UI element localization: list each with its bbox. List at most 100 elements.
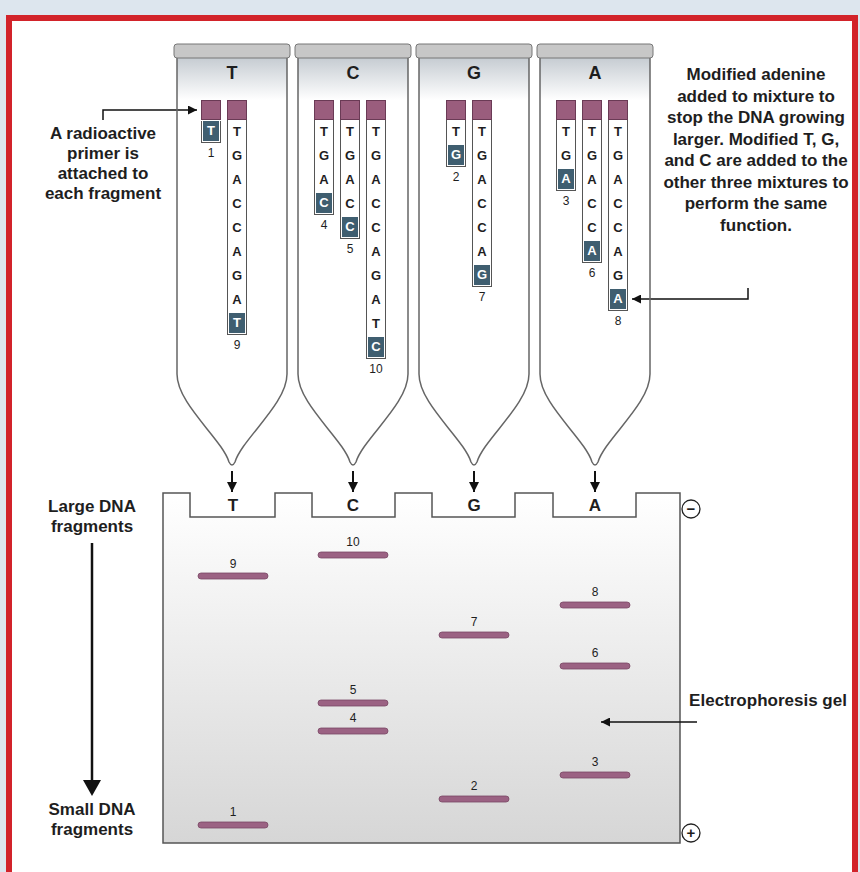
dna-fragment: T G A CC5 xyxy=(340,100,360,256)
size-arrow xyxy=(91,543,94,782)
base-sequence: T G A C C xyxy=(583,120,601,240)
band-number: 7 xyxy=(459,615,489,629)
primer-cap xyxy=(472,100,492,120)
band-number: 2 xyxy=(459,779,489,793)
tube-label: T xyxy=(174,63,290,83)
dna-fragment: TG2 xyxy=(446,100,466,184)
fragment-strand: T G A C C A G A TC xyxy=(366,120,386,359)
callout-number: 8 xyxy=(603,314,633,328)
callout-number: 9 xyxy=(222,338,252,352)
flow-arrow xyxy=(594,471,596,492)
base-sequence: T G xyxy=(557,120,575,168)
callout-number: 7 xyxy=(467,290,497,304)
dna-band xyxy=(318,700,388,706)
lane-label: G xyxy=(454,496,494,515)
dna-band xyxy=(439,632,509,638)
fragment-strand: T G A CC xyxy=(340,120,360,239)
tube-wall xyxy=(419,58,529,465)
primer-cap xyxy=(608,100,628,120)
terminator-base: A xyxy=(558,169,574,189)
terminator-base: C xyxy=(342,217,358,237)
axis-label: Small DNA fragments xyxy=(34,800,150,840)
primer-cap xyxy=(314,100,334,120)
primer-cap xyxy=(340,100,360,120)
base-sequence: T G A C C A G A T xyxy=(367,120,385,336)
test-tube: T GA3T G A C CA6T G A C C A GA8A xyxy=(537,44,653,470)
terminator-base: G xyxy=(474,265,490,285)
red-frame xyxy=(9,18,855,872)
primer-cap xyxy=(556,100,576,120)
dna-fragment: T G A C CA6 xyxy=(582,100,602,280)
electrode-circle xyxy=(682,824,700,842)
dna-band xyxy=(560,663,630,669)
band-number: 8 xyxy=(580,585,610,599)
primer-cap xyxy=(201,100,221,120)
terminator-base: C xyxy=(368,337,384,357)
electrode-sign: − xyxy=(681,499,701,519)
leader-line xyxy=(632,288,748,299)
terminator-base: A xyxy=(584,241,600,261)
tube-wall xyxy=(298,58,408,465)
dna-fragment: T G AC4 xyxy=(314,100,334,232)
base-sequence: T G A C C A G A xyxy=(228,120,246,312)
dna-fragment: T G A C C AG7 xyxy=(472,100,492,304)
axis-label: Large DNA fragments xyxy=(34,497,150,537)
callout-number: 3 xyxy=(551,194,581,208)
electrophoresis-gel: TCGA xyxy=(163,493,680,843)
flow-arrow xyxy=(231,471,233,492)
dna-bands xyxy=(198,552,630,828)
band-number: 6 xyxy=(580,646,610,660)
callout-note: A radioactive primer is attached to each… xyxy=(40,124,166,204)
fragment-strand: T xyxy=(201,121,221,143)
callout-number: 6 xyxy=(577,266,607,280)
band-number: 4 xyxy=(338,711,368,725)
terminator-base: C xyxy=(316,193,332,213)
dna-band xyxy=(560,602,630,608)
primer-cap xyxy=(582,100,602,120)
base-sequence: T G A C C A xyxy=(473,120,491,264)
terminator-base: A xyxy=(610,289,626,309)
test-tube: T1T G A C C A G AT9T xyxy=(174,44,290,470)
tube-label: A xyxy=(537,63,653,83)
lane-label: C xyxy=(333,496,373,515)
primer-cap xyxy=(446,100,466,120)
gel-outline xyxy=(163,493,680,843)
band-number: 3 xyxy=(580,755,610,769)
band-number: 9 xyxy=(218,557,248,571)
band-number: 1 xyxy=(218,805,248,819)
terminator-base: T xyxy=(203,121,219,141)
tube-rim xyxy=(416,44,532,58)
electrode-sign: + xyxy=(681,823,701,843)
gel-label: Electrophoresis gel xyxy=(688,690,848,711)
tube-wall xyxy=(177,58,287,465)
dna-band xyxy=(198,822,268,828)
base-sequence: T G A C xyxy=(341,120,359,216)
dna-fragment: T G A C C A G AT9 xyxy=(227,100,247,352)
fragment-strand: T G A C CA xyxy=(582,120,602,263)
callout-note: Modified adenine added to mixture to sto… xyxy=(662,64,850,236)
tube-rim xyxy=(295,44,411,58)
tube-label: G xyxy=(416,63,532,83)
tube-label: C xyxy=(295,63,411,83)
electrode-symbol: + xyxy=(681,823,701,843)
callout-number: 5 xyxy=(335,242,365,256)
callout-number: 10 xyxy=(361,362,391,376)
callout-number: 2 xyxy=(441,170,471,184)
callout-number: 1 xyxy=(196,146,226,160)
test-tube: T G AC4T G A CC5T G A C C A G A TC10C xyxy=(295,44,411,470)
leader-line xyxy=(103,110,197,120)
size-arrowhead xyxy=(83,780,101,796)
lane-label: A xyxy=(575,496,615,515)
flow-arrow xyxy=(352,471,354,492)
dna-fragment: T GA3 xyxy=(556,100,576,208)
terminator-base: T xyxy=(229,313,245,333)
lane-label: T xyxy=(213,496,253,515)
dna-fragment: T G A C C A GA8 xyxy=(608,100,628,328)
dna-band xyxy=(198,573,268,579)
terminator-base: G xyxy=(448,145,464,165)
fragment-strand: T GA xyxy=(556,120,576,191)
fragment-strand: T G A C C A G AT xyxy=(227,120,247,335)
callout-number: 4 xyxy=(309,218,339,232)
tube-wall xyxy=(540,58,650,465)
